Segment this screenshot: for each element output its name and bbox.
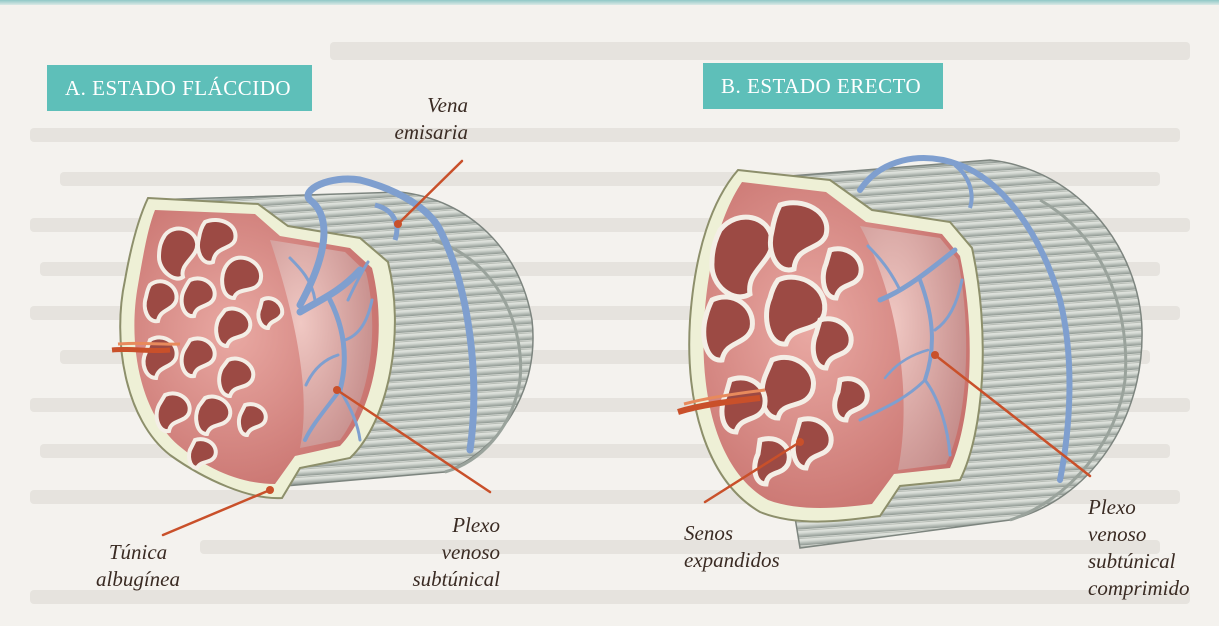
label-plexo-venoso-comprimido: Plexo venoso subtúnical comprimido — [1088, 494, 1216, 602]
label-plexo-venoso-subtunical: Plexo venoso subtúnical — [378, 512, 500, 593]
flaccid-section — [112, 179, 533, 498]
label-senos-expandidos: Senos expandidos — [684, 520, 804, 574]
label-vena-emisaria: Vena emisaria — [378, 92, 468, 146]
erect-section — [678, 158, 1142, 548]
label-tunica-albuginea: Túnica albugínea — [78, 539, 198, 593]
leader-tunica-albuginea — [163, 490, 270, 535]
